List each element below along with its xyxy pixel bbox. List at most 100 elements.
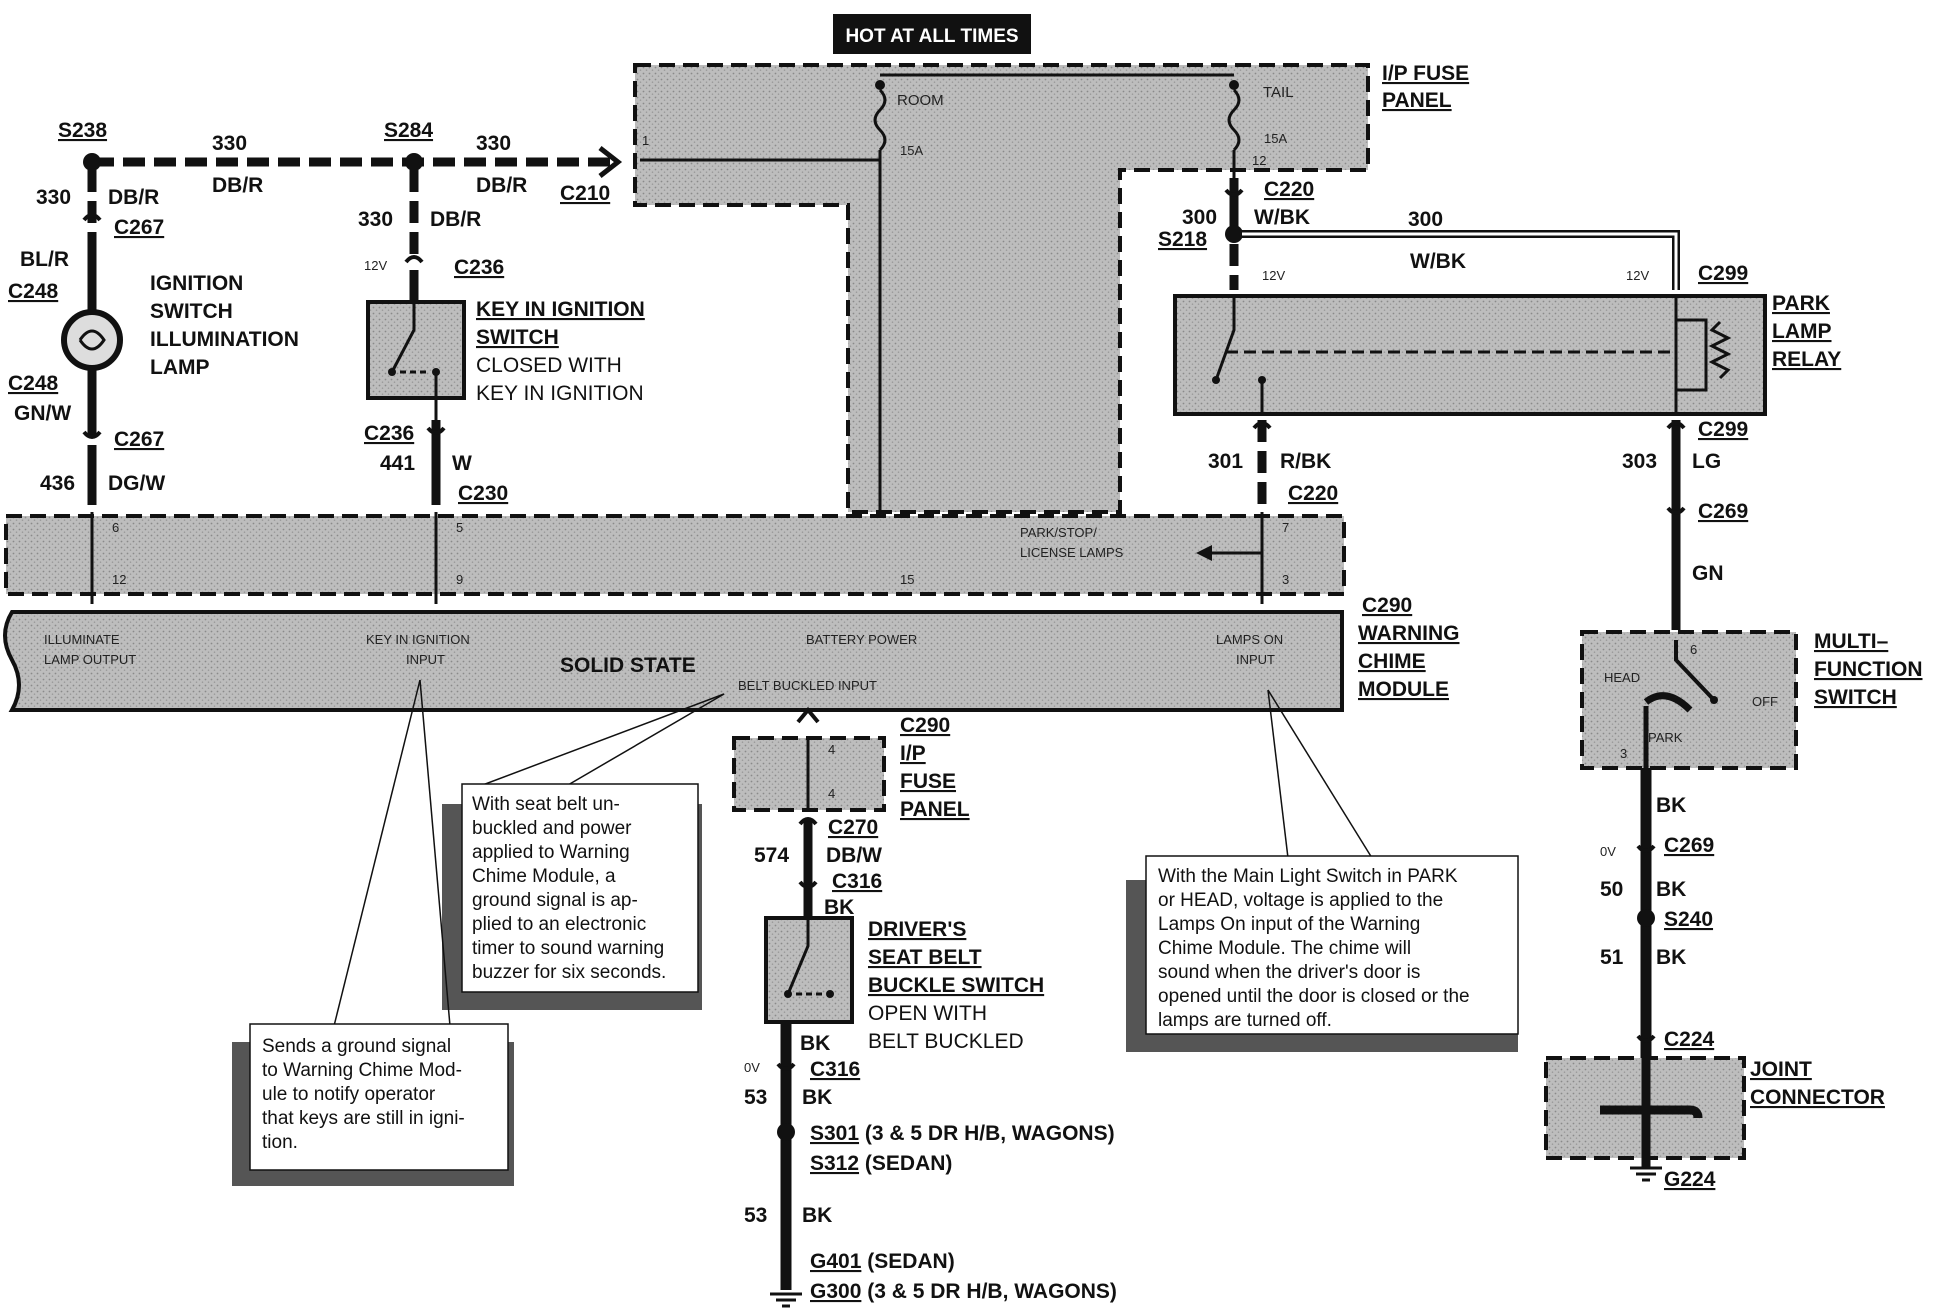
svg-text:BELT BUCKLED: BELT BUCKLED xyxy=(868,1030,1024,1053)
svg-text:C230: C230 xyxy=(458,482,508,505)
callout-key-text: Sends a ground signal to Warning Chime Mo… xyxy=(262,1036,465,1153)
svg-text:C316: C316 xyxy=(810,1058,860,1081)
svg-text:HEAD: HEAD xyxy=(1604,670,1640,685)
callout-line: applied to Warning xyxy=(472,842,630,863)
svg-text:HOT AT ALL TIMES: HOT AT ALL TIMES xyxy=(845,26,1018,47)
svg-text:SWITCH: SWITCH xyxy=(150,300,233,323)
callout-lights: With the Main Light Switch in PARK or HEA… xyxy=(1126,689,1519,1052)
svg-text:C224: C224 xyxy=(1664,1028,1715,1051)
bus-330-dbr: S238 330 DB/R S284 330 DB/R C210 xyxy=(58,119,623,205)
svg-text:SWITCH: SWITCH xyxy=(1814,686,1897,709)
svg-text:C299: C299 xyxy=(1698,262,1748,285)
svg-text:12V: 12V xyxy=(364,258,387,273)
svg-text:303: 303 xyxy=(1622,450,1657,473)
callout-line: lamps are turned off. xyxy=(1158,1010,1332,1031)
svg-text:3: 3 xyxy=(1620,746,1627,761)
svg-text:C236: C236 xyxy=(454,256,504,279)
svg-text:BELT BUCKLED INPUT: BELT BUCKLED INPUT xyxy=(738,678,877,693)
park-lamps-arrow-icon xyxy=(1196,545,1212,561)
svg-text:0V: 0V xyxy=(744,1060,760,1075)
svg-text:W/BK: W/BK xyxy=(1254,206,1310,229)
ignition-illumination-lamp-branch: 330 DB/R C267 BL/R C248 IGNITION SWITCH … xyxy=(8,170,299,505)
connector-block: 6 12 5 9 15 7 3 PARK/STOP/ LICENSE LAMPS xyxy=(4,512,1346,604)
callout-line: or HEAD, voltage is applied to the xyxy=(1158,890,1443,911)
svg-text:MODULE: MODULE xyxy=(1358,678,1449,701)
svg-text:C316: C316 xyxy=(832,870,882,893)
svg-text:BK: BK xyxy=(1656,878,1686,901)
svg-text:4: 4 xyxy=(828,742,835,757)
fuse-panel-title: I/P FUSE xyxy=(1382,62,1469,85)
svg-text:DB/W: DB/W xyxy=(826,844,882,867)
svg-text:6: 6 xyxy=(1690,642,1697,657)
svg-text:C290: C290 xyxy=(900,714,950,737)
multi-function-switch-branch: MULTI– FUNCTION SWITCH HEAD OFF PARK 6 3… xyxy=(1544,630,1923,1191)
svg-text:C236: C236 xyxy=(364,422,414,445)
svg-text:JOINT: JOINT xyxy=(1750,1058,1812,1081)
svg-text:FUNCTION: FUNCTION xyxy=(1814,658,1923,681)
svg-text:G300 (3 & 5 DR H/B, WAGONS): G300 (3 & 5 DR H/B, WAGONS) xyxy=(810,1280,1117,1303)
svg-text:50: 50 xyxy=(1600,878,1623,901)
svg-text:KEY IN IGNITION: KEY IN IGNITION xyxy=(476,298,645,321)
svg-text:CHIME: CHIME xyxy=(1358,650,1426,673)
lamp-bulb-icon xyxy=(61,309,123,371)
callout-line: With seat belt un- xyxy=(472,794,620,815)
svg-text:S240: S240 xyxy=(1664,908,1713,931)
svg-text:KEY IN IGNITION: KEY IN IGNITION xyxy=(476,382,644,405)
callout-line: ground signal is ap- xyxy=(472,890,638,911)
key-switch-box xyxy=(366,300,466,400)
svg-text:BK: BK xyxy=(1656,794,1686,817)
svg-text:6: 6 xyxy=(112,520,119,535)
tail-fuse-icon xyxy=(1227,88,1241,152)
callout-line: sound when the driver's door is xyxy=(1158,962,1420,983)
svg-text:I/P: I/P xyxy=(900,742,926,765)
svg-text:RELAY: RELAY xyxy=(1772,348,1841,371)
callout-line: Chime Module. The chime will xyxy=(1158,938,1411,959)
svg-text:0V: 0V xyxy=(1600,844,1616,859)
svg-text:C270: C270 xyxy=(828,816,878,839)
room-fuse-icon xyxy=(873,88,887,152)
svg-text:S284: S284 xyxy=(384,119,433,142)
ground-icon xyxy=(1630,1166,1662,1182)
svg-text:IGNITION: IGNITION xyxy=(150,272,243,295)
svg-text:330: 330 xyxy=(36,186,71,209)
callout-line: Lamps On input of the Warning xyxy=(1158,914,1420,935)
svg-text:C248: C248 xyxy=(8,372,59,395)
key-in-ignition-branch: 330 DB/R 12V C236 KEY IN IGNITION SWITCH… xyxy=(358,170,645,505)
svg-text:C290: C290 xyxy=(1362,594,1412,617)
svg-text:C299: C299 xyxy=(1698,418,1748,441)
svg-text:BK: BK xyxy=(824,896,854,919)
svg-text:301: 301 xyxy=(1208,450,1243,473)
callout-line: timer to sound warning xyxy=(472,938,664,959)
svg-text:DB/R: DB/R xyxy=(108,186,159,209)
svg-text:15A: 15A xyxy=(1264,131,1287,146)
svg-text:1: 1 xyxy=(642,133,649,148)
svg-text:BK: BK xyxy=(1656,946,1686,969)
svg-text:BK: BK xyxy=(802,1204,832,1227)
svg-text:INPUT: INPUT xyxy=(1236,652,1275,667)
svg-text:300: 300 xyxy=(1182,206,1217,229)
svg-text:C220: C220 xyxy=(1288,482,1338,505)
svg-text:SWITCH: SWITCH xyxy=(476,326,559,349)
svg-text:OFF: OFF xyxy=(1752,694,1778,709)
callout-line: Sends a ground signal xyxy=(262,1036,451,1057)
svg-text:BATTERY POWER: BATTERY POWER xyxy=(806,632,917,647)
callout-line: With the Main Light Switch in PARK xyxy=(1158,866,1458,887)
svg-text:DB/R: DB/R xyxy=(212,174,263,197)
svg-text:C269: C269 xyxy=(1698,500,1748,523)
svg-text:BL/R: BL/R xyxy=(20,248,69,271)
svg-text:7: 7 xyxy=(1282,520,1289,535)
svg-text:15: 15 xyxy=(900,572,914,587)
multi-function-switch-box xyxy=(1580,630,1798,770)
warning-chime-module: C290 WARNING CHIME MODULE SOLID STATE IL… xyxy=(3,594,1460,712)
callout-line: to Warning Chime Mod- xyxy=(262,1060,462,1081)
svg-text:C220: C220 xyxy=(1264,178,1314,201)
seat-belt-branch: C290 4 4 I/P FUSE PANEL C270 574 DB/W C3… xyxy=(732,706,1117,1308)
svg-text:53: 53 xyxy=(744,1086,767,1109)
svg-text:R/BK: R/BK xyxy=(1280,450,1331,473)
svg-text:LAMPS ON: LAMPS ON xyxy=(1216,632,1283,647)
svg-text:BK: BK xyxy=(800,1032,830,1055)
svg-text:12: 12 xyxy=(112,572,126,587)
callout-line: opened until the door is closed or the xyxy=(1158,986,1470,1007)
callout-line: that keys are still in igni- xyxy=(262,1108,465,1129)
